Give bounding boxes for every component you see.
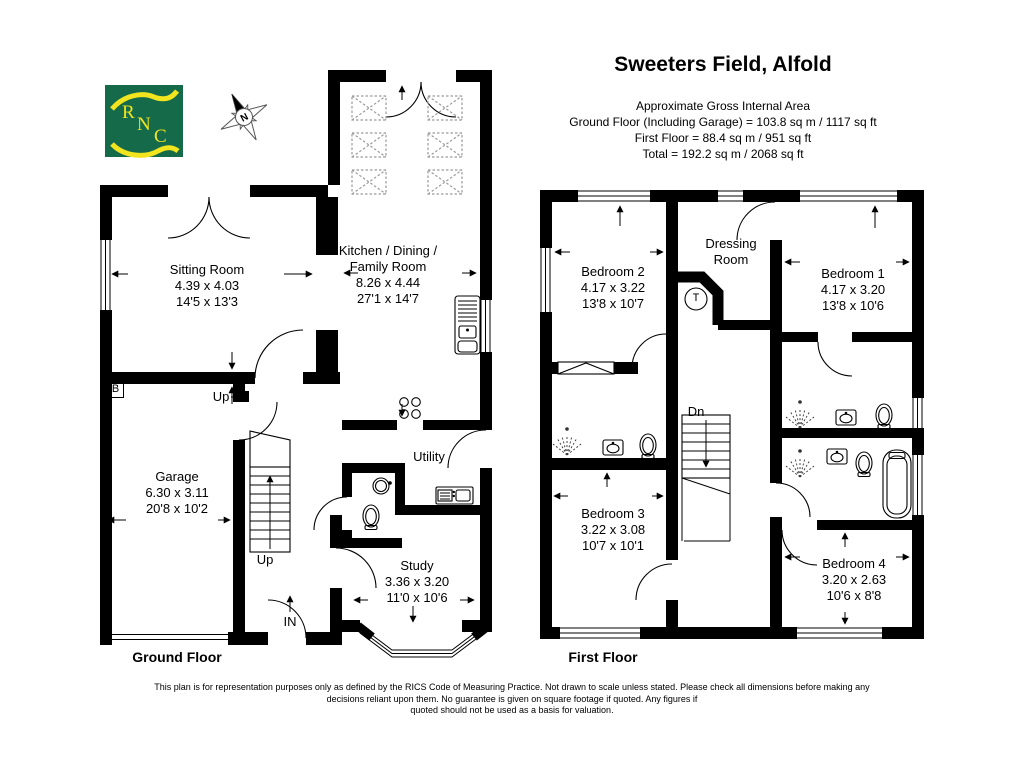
- compass-icon: N: [220, 93, 268, 141]
- area-line: Ground Floor (Including Garage) = 103.8 …: [569, 115, 877, 129]
- cloakroom-basin-icon: [372, 477, 392, 495]
- dressing-room-label: Dressing Room: [705, 236, 757, 267]
- first-floor-doors: [631, 201, 853, 601]
- first-floor-windows: [540, 190, 923, 639]
- garage-label: Garage 6.30 x 3.11 20'8 x 10'2: [145, 469, 209, 516]
- disclaimer-line: quoted should not be used as a basis for…: [410, 705, 614, 715]
- boiler-label: B: [111, 383, 120, 395]
- ground-floor-windows: [100, 240, 491, 640]
- water-tank-label: T: [692, 292, 700, 304]
- utility-label: Utility: [413, 449, 445, 464]
- study-label: Study 3.36 x 3.20 11'0 x 10'6: [384, 558, 450, 605]
- first-floor-title: First Floor: [568, 649, 638, 665]
- logo-letter-n: N: [137, 114, 151, 135]
- toilet-icon: [639, 433, 657, 460]
- stairs-down-label: Dn: [687, 404, 705, 419]
- logo-swoosh-bottom: [110, 142, 180, 158]
- airing-cupboard-wall: [672, 271, 724, 325]
- disclaimer: This plan is for representation purposes…: [0, 682, 1024, 717]
- stairs-up: [249, 430, 291, 553]
- utility-sink-icon: [435, 486, 474, 505]
- disclaimer-line: decisions reliant upon them. No guarante…: [326, 693, 698, 704]
- bedroom-3-label: Bedroom 3 3.22 x 3.08 10'7 x 10'1: [580, 506, 646, 553]
- ground-floor-doors: [167, 81, 487, 639]
- boiler-marker: B: [107, 380, 124, 398]
- first-dimension-arrows: [553, 205, 910, 625]
- shower-icon: [785, 399, 815, 429]
- area-summary: Approximate Gross Internal Area Ground F…: [569, 98, 876, 162]
- area-line: Total = 192.2 sq m / 2068 sq ft: [642, 147, 804, 161]
- water-tank-icon: [684, 287, 708, 311]
- shower-icon: [552, 426, 582, 456]
- logo-letter-c: C: [154, 126, 167, 147]
- sitting-room-label: Sitting Room 4.39 x 4.03 14'5 x 13'3: [169, 262, 245, 309]
- bedroom-2-label: Bedroom 2 4.17 x 3.22 13'8 x 10'7: [580, 264, 646, 311]
- toilet-icon: [875, 403, 893, 430]
- ground-floor-title: Ground Floor: [132, 649, 222, 665]
- rnc-logo: R N C: [105, 85, 183, 158]
- stairs-up-label: Up: [256, 552, 274, 567]
- area-line: First Floor = 88.4 sq m / 951 sq ft: [634, 131, 812, 145]
- compass-north-label: N: [239, 112, 251, 125]
- kitchen-sink-icon: [454, 295, 481, 355]
- entrance-label: IN: [283, 614, 297, 629]
- logo-swoosh-top: [110, 89, 180, 111]
- first-floor-walls: [540, 190, 924, 639]
- basin-icon: [602, 439, 624, 456]
- kitchen-label: Kitchen / Dining / Family Room 8.26 x 4.…: [338, 243, 438, 306]
- page-title: Sweeters Field, Alfold: [614, 53, 832, 76]
- area-line: Approximate Gross Internal Area: [635, 99, 811, 113]
- ground-floor-walls: [100, 70, 492, 645]
- ground-floor-plan: [100, 70, 492, 658]
- basin-icon: [835, 409, 857, 426]
- bathtub-icon: [882, 449, 912, 519]
- disclaimer-line: This plan is for representation purposes…: [154, 682, 870, 692]
- bedroom-4-label: Bedroom 4 3.20 x 2.63 10'6 x 8'8: [821, 556, 887, 603]
- wardrobe-icon: [557, 361, 615, 375]
- stairs-down: [681, 414, 731, 542]
- hob-icon: [399, 397, 421, 419]
- basin-icon: [826, 448, 848, 465]
- bedroom-1-label: Bedroom 1 4.17 x 3.20 13'8 x 10'6: [820, 266, 886, 313]
- first-floor-plan: [540, 190, 924, 639]
- cloakroom-toilet-icon: [362, 504, 380, 531]
- toilet-icon: [855, 451, 873, 478]
- bay-window: [359, 625, 485, 658]
- step-up-label: Up: [212, 389, 230, 404]
- logo-letter-r: R: [122, 102, 135, 123]
- shower-icon: [785, 448, 815, 478]
- ground-dimension-arrows: [107, 85, 477, 623]
